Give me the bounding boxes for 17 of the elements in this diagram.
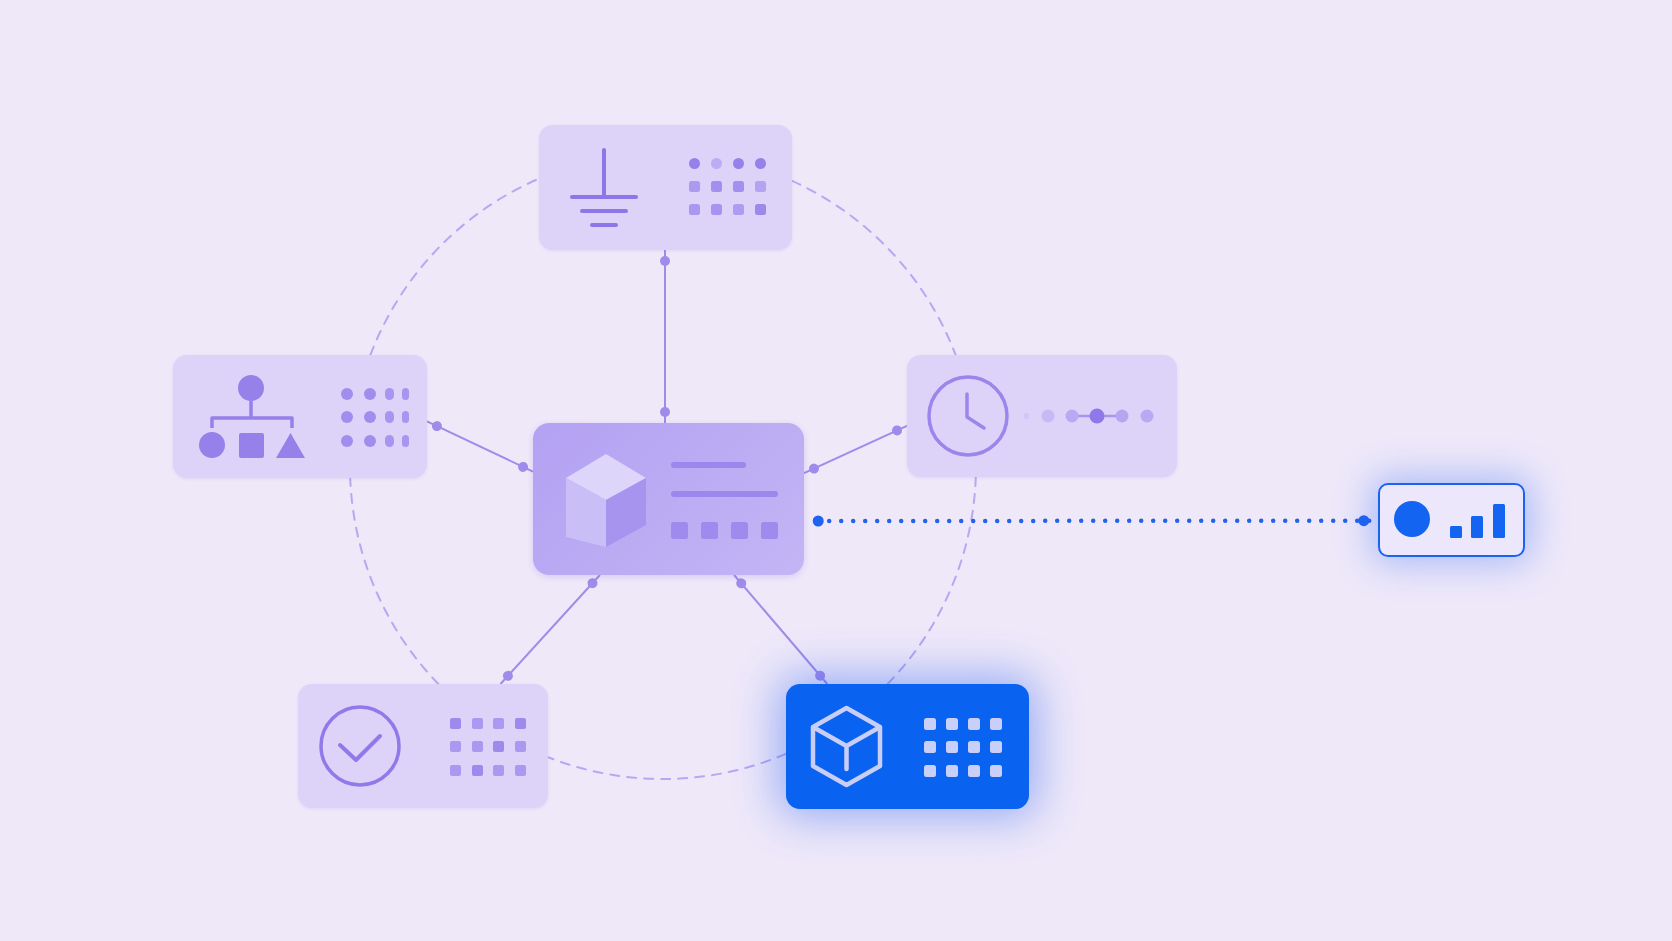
connector-line xyxy=(733,574,829,685)
icon-card xyxy=(907,355,1177,477)
dashed-arc xyxy=(547,752,787,780)
status-card xyxy=(1378,483,1525,557)
dashed-arc xyxy=(349,477,440,685)
connector-line xyxy=(660,249,670,424)
connector-line xyxy=(426,420,534,473)
highlighted-card xyxy=(786,684,1029,809)
icon-card xyxy=(539,125,792,250)
icon-card xyxy=(173,355,427,478)
hub-card xyxy=(533,423,804,575)
dashed-arc xyxy=(886,476,977,685)
dashed-arc xyxy=(369,177,540,356)
connector-line xyxy=(499,574,601,685)
dashed-arc xyxy=(791,179,957,356)
connector-line xyxy=(803,424,908,475)
icon-card xyxy=(298,684,548,808)
